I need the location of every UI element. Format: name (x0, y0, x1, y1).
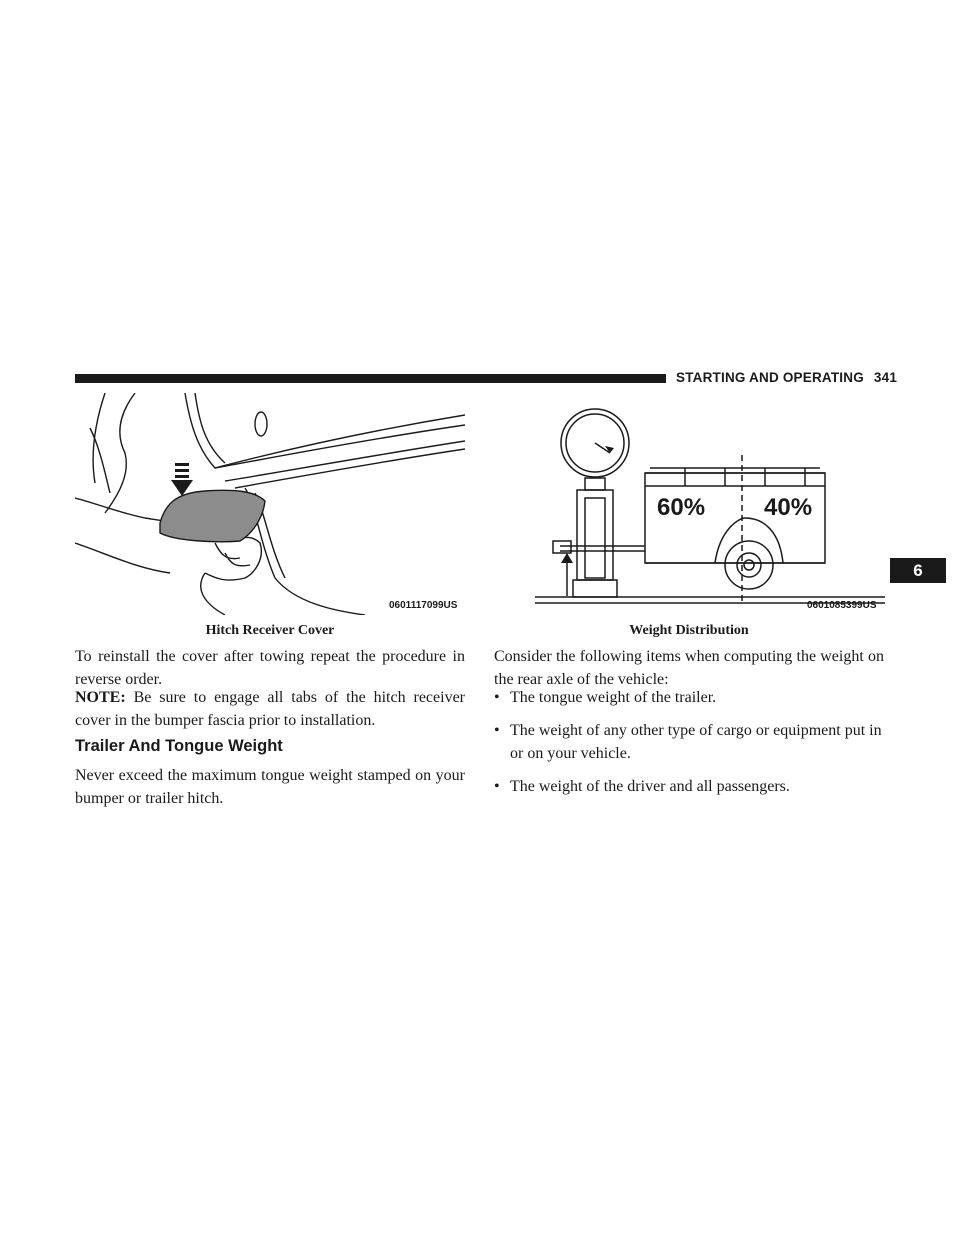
reinstall-paragraph: To reinstall the cover after towing repe… (75, 648, 465, 688)
intro-paragraph: Consider the following items when comput… (494, 648, 884, 688)
figure-caption: Hitch Receiver Cover (205, 623, 335, 638)
bullet-list: • The tongue weight of the trailer. • The … (494, 686, 884, 808)
section-title: STARTING AND OPERATING (676, 370, 864, 385)
note-text: Be sure to engage all tabs of the hitch … (75, 689, 465, 729)
list-item: • The weight of any other type of cargo o… (494, 719, 884, 765)
figure-caption: Weight Distribution (629, 623, 749, 638)
rear-percent-label: 40% (764, 494, 812, 521)
bullet-icon: • (494, 722, 500, 739)
bullet-icon: • (494, 778, 500, 795)
figure-code: 0601085399US (807, 600, 877, 611)
tongue-weight-paragraph: Never exceed the maximum tongue weight s… (75, 767, 465, 807)
note-label: NOTE: (75, 689, 126, 706)
bullet-icon: • (494, 689, 500, 706)
list-item-text: The tongue weight of the trailer. (510, 689, 717, 706)
list-item-text: The weight of any other type of cargo or… (510, 722, 882, 762)
hitch-receiver-cover-illustration: 0601117099US (75, 393, 465, 615)
header-rule (75, 374, 666, 383)
chapter-tab[interactable]: 6 (890, 558, 946, 583)
page-number: 341 (873, 370, 898, 385)
note-paragraph: NOTE: Be sure to engage all tabs of the … (75, 686, 465, 732)
weight-distribution-illustration: 60% 40% 0601085399US (535, 393, 885, 615)
list-item: • The tongue weight of the trailer. (494, 686, 884, 709)
list-item-text: The weight of the driver and all passeng… (510, 778, 790, 795)
figure-code: 0601117099US (389, 600, 458, 611)
running-header: STARTING AND OPERATING 341 (676, 370, 897, 385)
list-item: • The weight of the driver and all passen… (494, 775, 884, 798)
front-percent-label: 60% (657, 494, 705, 521)
section-heading: Trailer And Tongue Weight (75, 737, 283, 755)
